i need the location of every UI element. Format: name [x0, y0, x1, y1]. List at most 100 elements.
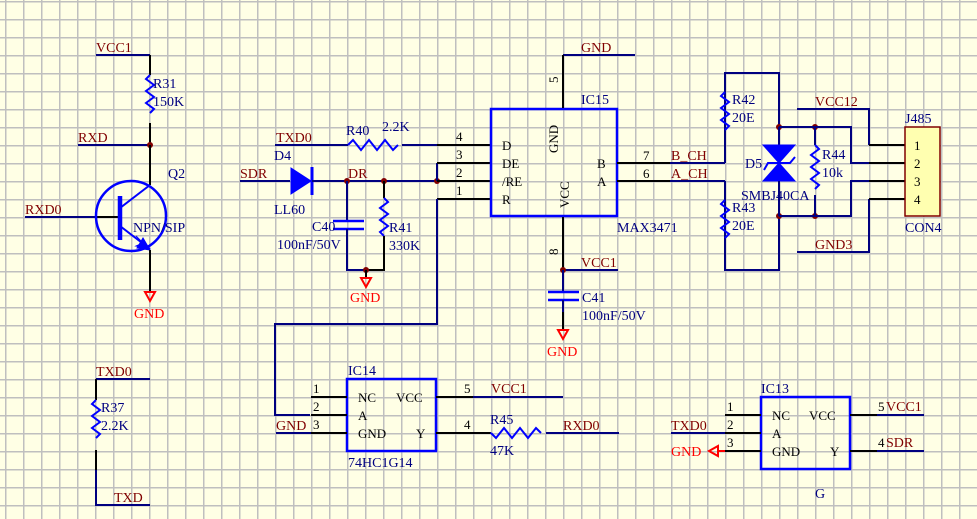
ic14-pin-num: 3 — [313, 417, 320, 432]
r37-section — [90, 378, 150, 506]
net-label-sdr: SDR — [240, 167, 268, 182]
j485-pin-num: 1 — [914, 138, 921, 153]
j485-connector[interactable] — [904, 126, 941, 217]
ic15-pin5-num: 5 — [546, 77, 561, 84]
r42-resistor[interactable] — [719, 91, 731, 131]
ic15-pin-num: 6 — [643, 166, 650, 181]
ic15-pin-num: 3 — [456, 147, 463, 162]
txd-wire[interactable] — [95, 470, 150, 506]
r43-value: 20E — [732, 219, 755, 234]
j485-pin-num: 3 — [914, 174, 921, 189]
d5-triangle-top-icon — [761, 144, 797, 164]
net-label-rxd0: RXD0 — [25, 203, 62, 218]
c40-ref: C40 — [312, 220, 335, 235]
ic14-pin-name: Y — [416, 426, 426, 441]
ic14-pin-num: 2 — [313, 399, 320, 414]
r37-ref: R37 — [101, 401, 124, 416]
r41-resistor[interactable] — [378, 197, 390, 237]
ic13-pin-name: A — [772, 426, 782, 441]
ic15-pin-num: 2 — [456, 165, 463, 180]
r31-value: 150K — [153, 95, 184, 110]
r40-ref: R40 — [346, 124, 369, 139]
r41-ref: R41 — [389, 221, 412, 236]
r45-ref: R45 — [490, 413, 513, 428]
ic14-part: 74HC1G14 — [348, 456, 413, 471]
r31-resistor[interactable] — [144, 74, 156, 114]
net-label-sdr: SDR — [886, 436, 914, 451]
gnd-symbol-icon — [359, 277, 373, 290]
c41-capacitor[interactable] — [548, 290, 579, 302]
r43-resistor[interactable] — [719, 199, 731, 239]
c40-capacitor[interactable] — [333, 219, 364, 231]
net-label-gnd3: GND3 — [815, 238, 852, 253]
ic14-pin-name: VCC — [396, 390, 423, 405]
net-label-txd0: TXD0 — [671, 419, 707, 434]
c41-value: 100nF/50V — [582, 309, 646, 324]
r41-value: 330K — [389, 239, 420, 254]
q2-section — [25, 54, 168, 304]
power-label-gnd: GND — [134, 307, 164, 322]
d4-ref: D4 — [274, 149, 291, 164]
d4-diode[interactable] — [290, 167, 314, 195]
ic14-pin-name: NC — [358, 390, 376, 405]
r41-lead-bottom — [366, 236, 385, 271]
gnd3-wire[interactable] — [797, 199, 870, 253]
net-label-gnd: GND — [276, 419, 306, 434]
d5-triangle-bottom-icon — [761, 162, 797, 182]
net-label-txd: TXD — [114, 491, 143, 506]
net-label-vcc1: VCC1 — [581, 256, 617, 271]
net-label-a-ch: A_CH — [671, 167, 708, 182]
r40-value: 2.2K — [382, 120, 410, 135]
c40-wire-bottom[interactable] — [346, 229, 384, 271]
net-label-vcc1: VCC1 — [886, 400, 922, 415]
d5-tvs-diode[interactable] — [761, 144, 797, 182]
ic15-pin-num: 7 — [643, 148, 650, 163]
ic13-pin-num: 4 — [878, 435, 885, 450]
ic14-left-pin-leads — [311, 396, 347, 434]
r44-resistor[interactable] — [809, 144, 821, 190]
ic13-pin-name: Y — [830, 444, 840, 459]
ic13-right-pin-leads — [850, 414, 877, 452]
protection-section — [719, 72, 905, 271]
q2-transistor[interactable] — [94, 179, 168, 253]
gnd-symbol-icon — [706, 444, 725, 458]
r45-value: 47K — [490, 444, 514, 459]
r44-ref: R44 — [822, 148, 845, 163]
net-label-rxd0: RXD0 — [563, 419, 600, 434]
r45-resistor[interactable] — [490, 426, 542, 440]
ic13-pin-num: 3 — [727, 435, 734, 450]
r31-ref: R31 — [153, 77, 176, 92]
d4-triangle-icon — [290, 167, 312, 195]
j485-ref: J485 — [905, 112, 931, 127]
ic14-right-pin-leads — [436, 396, 490, 434]
j485-part: CON4 — [905, 221, 942, 236]
ic13-pin-num: 2 — [727, 417, 734, 432]
power-label-gnd: GND — [350, 291, 380, 306]
net-label-b-ch: B_CH — [671, 149, 707, 164]
net-label-gnd: GND — [581, 41, 611, 56]
q2-arrow-head-icon — [136, 237, 151, 251]
ic15-pin-name: R — [502, 192, 511, 207]
ic13-part: G — [815, 487, 825, 502]
ic15-pin-name: D — [502, 138, 511, 153]
r40-resistor[interactable] — [347, 138, 399, 152]
r37-resistor[interactable] — [90, 399, 102, 439]
ic15-pin-name: /RE — [502, 174, 522, 189]
gnd-symbol-icon — [556, 329, 570, 342]
j485-body — [904, 126, 941, 217]
ic14-pin-num: 1 — [313, 381, 320, 396]
r-out-wire[interactable] — [274, 199, 438, 416]
j485-pin-num: 4 — [914, 192, 921, 207]
ic15-pin-gnd-name: GND — [546, 125, 561, 153]
d5-bar — [763, 156, 796, 171]
j485-pin-num: 2 — [914, 156, 921, 171]
vcc12-wire[interactable] — [797, 108, 870, 145]
ic15-part: MAX3471 — [617, 221, 678, 236]
c41-ref: C41 — [582, 291, 605, 306]
ic14-pin-name: A — [358, 408, 368, 423]
ic15-pin-name: B — [597, 156, 606, 171]
power-label-gnd: GND — [671, 445, 701, 460]
ic13-out-wires[interactable] — [877, 414, 924, 452]
